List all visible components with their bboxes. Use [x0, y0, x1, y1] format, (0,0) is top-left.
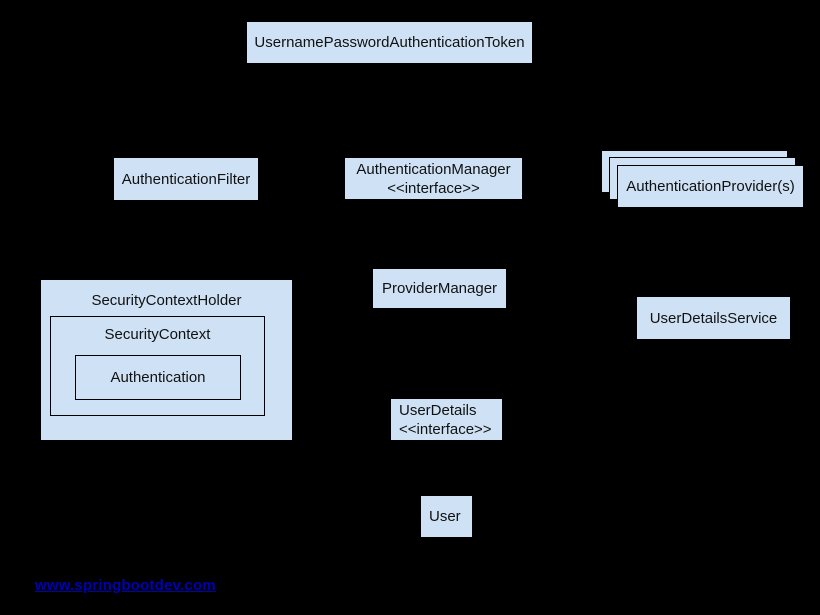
node-username-password-authentication-token: UsernamePasswordAuthenticationToken [246, 21, 533, 64]
node-authentication: Authentication [75, 355, 241, 400]
node-label: Authentication [110, 369, 206, 386]
node-label: ProviderManager [381, 280, 498, 297]
node-label-line1: AuthenticationManager [356, 160, 511, 178]
node-label: AuthenticationProvider(s) [626, 178, 795, 195]
node-label: UserDetailsService [649, 309, 778, 327]
node-authentication-providers: AuthenticationProvider(s) [617, 165, 804, 208]
node-security-context-holder: SecurityContextHolder SecurityContext Au… [40, 279, 293, 441]
node-label: SecurityContextHolder [91, 292, 242, 309]
node-authentication-filter: AuthenticationFilter [113, 157, 259, 201]
node-label-line2: <<interface>> [387, 179, 480, 197]
node-authentication-manager: AuthenticationManager <<interface>> [344, 157, 523, 200]
node-label: AuthenticationFilter [121, 170, 251, 188]
node-label: User [429, 508, 461, 525]
node-user-details-service: UserDetailsService [636, 296, 791, 340]
watermark-link[interactable]: www.springbootdev.com [35, 577, 216, 594]
node-user: User [420, 495, 473, 538]
node-security-context: SecurityContext Authentication [50, 316, 265, 416]
node-user-details: UserDetails <<interface>> [390, 398, 503, 441]
node-provider-manager: ProviderManager [372, 268, 507, 309]
node-label-line1: UserDetails [399, 401, 477, 419]
node-label: SecurityContext [104, 326, 211, 343]
node-label-line2: <<interface>> [399, 420, 492, 438]
node-label: UsernamePasswordAuthenticationToken [254, 34, 525, 51]
